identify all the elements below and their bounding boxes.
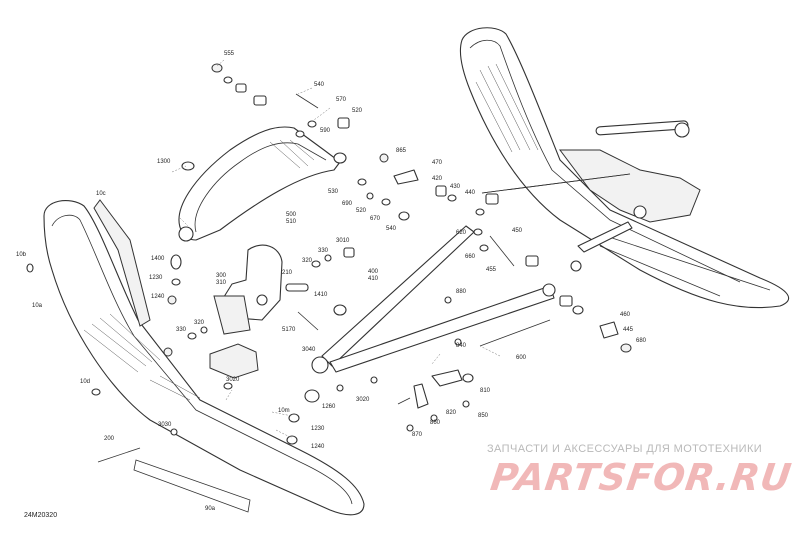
callout-label: 90a <box>205 506 216 512</box>
callout-label: 660 <box>465 254 476 260</box>
upper-a-arm <box>178 126 341 242</box>
watermark-logo: PARTSFOR.RU <box>487 456 795 499</box>
callout-label: 445 <box>623 327 634 333</box>
spindle <box>213 244 283 335</box>
callout-label: 1300 <box>157 159 171 165</box>
callout-label: 10m <box>278 408 290 414</box>
callout-label: 210 <box>282 270 293 276</box>
callout-label: 1260 <box>322 404 336 410</box>
callout-label: 320 <box>194 320 205 326</box>
callout-label: 1400 <box>151 256 165 262</box>
leader-lines <box>171 59 501 439</box>
diagram-code: 24M20320 <box>24 512 58 519</box>
callout-label: 555 <box>224 51 235 57</box>
callout-label: 670 <box>370 216 381 222</box>
callout-label: 865 <box>396 148 407 154</box>
callout-labels: 555 540 570 520 590 1300 500 510 865 470… <box>16 51 647 512</box>
callout-label: 3030 <box>158 422 172 428</box>
callout-label: 880 <box>456 289 467 295</box>
callout-label: 510 <box>286 219 297 225</box>
callout-label: 1230 <box>311 426 325 432</box>
callout-label: 330 <box>318 248 329 254</box>
callout-label: 3020 <box>226 377 240 383</box>
callout-label: 5170 <box>282 327 296 333</box>
callout-label: 600 <box>516 355 527 361</box>
callout-label: 430 <box>450 184 461 190</box>
callout-label: 10c <box>96 191 106 197</box>
callout-label: 440 <box>465 190 476 196</box>
callout-label: 410 <box>368 276 379 282</box>
left-ski <box>43 199 365 516</box>
callout-label: 310 <box>216 280 227 286</box>
callout-label: 520 <box>356 208 367 214</box>
callout-label: 570 <box>336 97 347 103</box>
callout-label: 1410 <box>314 292 328 298</box>
callout-label: 860 <box>430 420 441 426</box>
callout-label: 470 <box>432 160 443 166</box>
callout-label: 10a <box>32 303 43 309</box>
callout-label: 690 <box>342 201 353 207</box>
callout-label: 300 <box>216 273 227 279</box>
right-ski <box>459 27 790 309</box>
long-rod-600 <box>479 319 551 347</box>
callout-label: 540 <box>314 82 325 88</box>
callout-label: 1240 <box>311 444 325 450</box>
watermark-tagline: ЗАПЧАСТИ И АКСЕССУАРЫ ДЛЯ МОТОТЕХНИКИ <box>487 443 763 455</box>
callout-label: 1240 <box>151 294 165 300</box>
callout-label: 820 <box>446 410 457 416</box>
callout-label: 3040 <box>302 347 316 353</box>
callout-label: 590 <box>320 128 331 134</box>
callout-label: 320 <box>302 258 313 264</box>
callout-label: 840 <box>456 343 467 349</box>
callout-label: 420 <box>432 176 443 182</box>
callout-label: 810 <box>480 388 491 394</box>
hardware-parts <box>26 63 632 463</box>
callout-label: 500 <box>286 212 297 218</box>
callout-label: 200 <box>104 436 115 442</box>
callout-label: 530 <box>328 189 339 195</box>
callout-label: 400 <box>368 269 379 275</box>
callout-label: 450 <box>512 228 523 234</box>
callout-label: 10b <box>16 252 27 258</box>
callout-label: 870 <box>412 432 423 438</box>
callout-label: 3010 <box>336 238 350 244</box>
callout-label: 330 <box>176 327 187 333</box>
callout-label: 460 <box>620 312 631 318</box>
callout-label: 520 <box>352 108 363 114</box>
steering-tie-rod <box>481 173 633 272</box>
callout-label: 680 <box>636 338 647 344</box>
callout-label: 10d <box>80 379 90 385</box>
lower-long-arm <box>311 225 556 374</box>
callout-label: 3020 <box>356 397 370 403</box>
callout-label: 1230 <box>149 275 163 281</box>
callout-label: 540 <box>386 226 397 232</box>
callout-label: 620 <box>456 230 467 236</box>
callout-label: 850 <box>478 413 489 419</box>
callout-label: 455 <box>486 267 497 273</box>
